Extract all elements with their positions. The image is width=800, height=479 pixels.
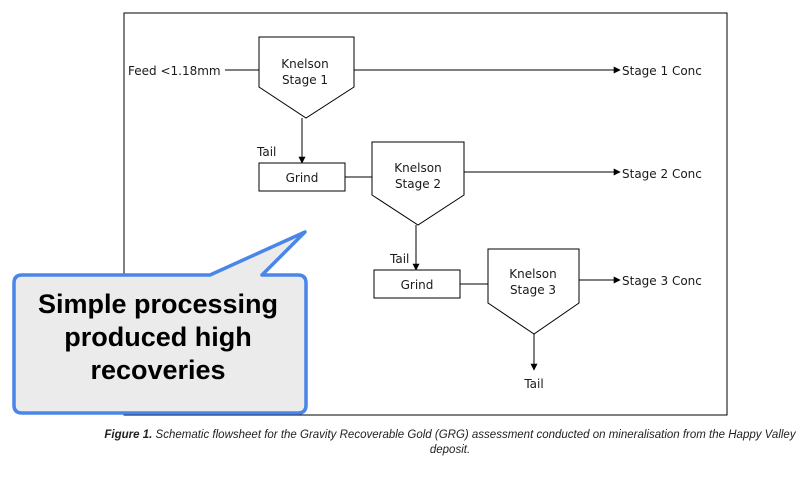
grind-2-label: Grind [401,278,434,292]
figure-frame [123,12,728,416]
caption-label: Figure 1. [104,429,153,441]
callout-text: Simple processing produced high recoveri… [37,289,279,385]
tail-1-label: Tail [256,145,276,159]
grind-1-box [258,162,346,192]
knelson-stage-2-label-line-2: Stage 2 [395,177,441,191]
feed-label: Feed <1.18mm [128,64,221,78]
figure-caption: Figure 1. Schematic flowsheet for the Gr… [100,428,800,458]
knelson-stage-3-vessel [487,248,580,335]
knelson-stage-1-label-line-1: Knelson [281,57,328,71]
tail-2-label: Tail [389,252,409,266]
final-tail-label: Tail [523,377,543,391]
knelson-stage-3-label-line-1: Knelson [509,267,556,281]
knelson-stage-1-label-line-2: Stage 1 [282,73,328,87]
callout-bubble [12,230,308,415]
grind-2-box [373,269,461,299]
grind-1-label: Grind [286,171,319,185]
stage-3-conc-label: Stage 3 Conc [622,274,702,288]
stage-2-conc-label: Stage 2 Conc [622,167,702,181]
stage-1-conc-label: Stage 1 Conc [622,64,702,78]
knelson-stage-1-vessel [258,36,355,119]
knelson-stage-2-vessel [371,141,465,226]
knelson-stage-2-label-line-1: Knelson [394,161,441,175]
knelson-stage-3-label-line-2: Stage 3 [510,283,556,297]
caption-text: Schematic flowsheet for the Gravity Reco… [155,429,796,456]
